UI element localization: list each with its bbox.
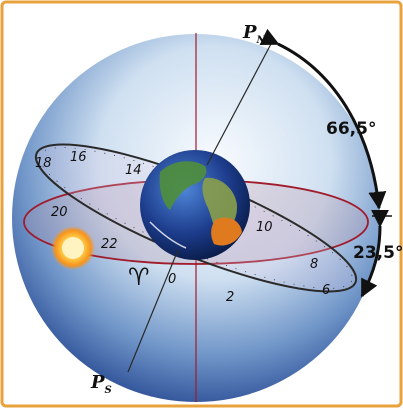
angle-label-23-5: 23,5° bbox=[353, 243, 403, 263]
south-pole-label: PS bbox=[90, 372, 112, 396]
arc-23-5 bbox=[360, 209, 390, 298]
ring-tick-16: 16 bbox=[70, 150, 87, 165]
angle-label-66-5: 66,5° bbox=[326, 119, 376, 139]
ring-tick-6: 6 bbox=[322, 283, 330, 298]
ring-tick-0: 0 bbox=[168, 272, 176, 287]
north-pole-label: PN bbox=[242, 22, 267, 46]
ring-tick-2: 2 bbox=[226, 290, 234, 305]
aries-symbol: ♈ bbox=[128, 263, 150, 291]
arc-66-5 bbox=[259, 28, 387, 210]
earth-globe bbox=[140, 150, 250, 260]
ring-tick-14: 14 bbox=[125, 163, 142, 178]
earth-axis-south bbox=[127, 249, 179, 373]
ring-tick-20: 20 bbox=[51, 205, 68, 220]
ring-tick-10: 10 bbox=[256, 220, 273, 235]
ring-tick-8: 8 bbox=[310, 257, 318, 272]
ring-tick-22: 22 bbox=[101, 237, 118, 252]
ring-tick-18: 18 bbox=[35, 156, 52, 171]
